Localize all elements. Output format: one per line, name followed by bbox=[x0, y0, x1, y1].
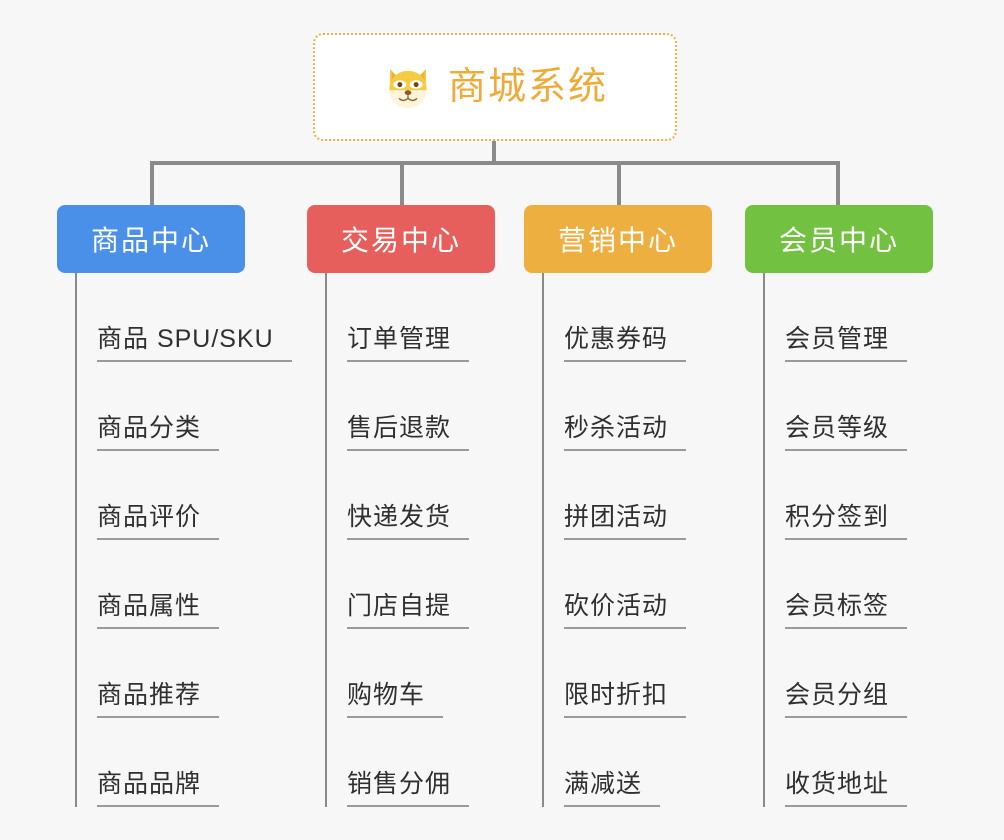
branch-header-3[interactable]: 会员中心 bbox=[745, 205, 933, 273]
leaf-label: 商品品牌 bbox=[97, 770, 220, 807]
leaf-item[interactable]: 会员分组 bbox=[765, 629, 963, 718]
leaf-item[interactable]: 销售分佣 bbox=[327, 718, 525, 807]
leaf-item[interactable]: 拼团活动 bbox=[544, 451, 742, 540]
leaf-label: 商品分类 bbox=[97, 414, 220, 451]
leaf-item[interactable]: 售后退款 bbox=[327, 362, 525, 451]
branch-header-1[interactable]: 交易中心 bbox=[307, 205, 495, 273]
leaf-item[interactable]: 砍价活动 bbox=[544, 540, 742, 629]
leaf-item[interactable]: 会员等级 bbox=[765, 362, 963, 451]
connector-drop-2 bbox=[617, 161, 621, 205]
leaf-label: 收货地址 bbox=[785, 770, 908, 807]
leaf-label: 满减送 bbox=[564, 770, 661, 807]
dog-face-icon bbox=[389, 69, 427, 109]
leaf-item[interactable]: 商品品牌 bbox=[77, 718, 307, 807]
leaf-label: 秒杀活动 bbox=[564, 414, 687, 451]
leaf-label: 砍价活动 bbox=[564, 592, 687, 629]
leaf-list-2: 优惠券码 秒杀活动 拼团活动 砍价活动 限时折扣 满减送 bbox=[542, 273, 742, 807]
leaf-list-3: 会员管理 会员等级 积分签到 会员标签 会员分组 收货地址 bbox=[763, 273, 963, 807]
leaf-item[interactable]: 快递发货 bbox=[327, 451, 525, 540]
branch-header-label: 交易中心 bbox=[340, 225, 461, 256]
leaf-label: 会员等级 bbox=[785, 414, 908, 451]
branch-header-label: 会员中心 bbox=[778, 225, 899, 256]
leaf-item[interactable]: 会员标签 bbox=[765, 540, 963, 629]
leaf-label: 订单管理 bbox=[347, 325, 470, 362]
branch-header-0[interactable]: 商品中心 bbox=[57, 205, 245, 273]
branch-header-2[interactable]: 营销中心 bbox=[524, 205, 712, 273]
leaf-list-1: 订单管理 售后退款 快递发货 门店自提 购物车 销售分佣 bbox=[325, 273, 525, 807]
leaf-label: 拼团活动 bbox=[564, 503, 687, 540]
leaf-item[interactable]: 限时折扣 bbox=[544, 629, 742, 718]
branch-column-1: 交易中心 订单管理 售后退款 快递发货 门店自提 购物车 销售分佣 bbox=[307, 205, 525, 807]
leaf-label: 限时折扣 bbox=[564, 681, 687, 718]
connector-horizontal-bus bbox=[150, 161, 840, 165]
connector-drop-1 bbox=[400, 161, 404, 205]
leaf-label: 售后退款 bbox=[347, 414, 470, 451]
leaf-label: 快递发货 bbox=[347, 503, 470, 540]
leaf-label: 购物车 bbox=[347, 681, 444, 718]
leaf-item[interactable]: 订单管理 bbox=[327, 273, 525, 362]
connector-drop-3 bbox=[836, 161, 840, 205]
leaf-item[interactable]: 收货地址 bbox=[765, 718, 963, 807]
leaf-item[interactable]: 商品属性 bbox=[77, 540, 307, 629]
leaf-item[interactable]: 优惠券码 bbox=[544, 273, 742, 362]
branch-header-label: 营销中心 bbox=[557, 225, 678, 256]
leaf-label: 商品属性 bbox=[97, 592, 220, 629]
leaf-item[interactable]: 满减送 bbox=[544, 718, 742, 807]
leaf-label: 商品评价 bbox=[97, 503, 220, 540]
leaf-item[interactable]: 商品 SPU/SKU bbox=[77, 273, 307, 362]
leaf-label: 门店自提 bbox=[347, 592, 470, 629]
leaf-label: 积分签到 bbox=[785, 503, 908, 540]
branch-header-label: 商品中心 bbox=[90, 225, 211, 256]
leaf-label: 商品 SPU/SKU bbox=[97, 325, 292, 362]
leaf-item[interactable]: 购物车 bbox=[327, 629, 525, 718]
leaf-item[interactable]: 商品评价 bbox=[77, 451, 307, 540]
leaf-label: 商品推荐 bbox=[97, 681, 220, 718]
leaf-item[interactable]: 积分签到 bbox=[765, 451, 963, 540]
branch-column-2: 营销中心 优惠券码 秒杀活动 拼团活动 砍价活动 限时折扣 满减送 bbox=[524, 205, 742, 807]
leaf-item[interactable]: 商品分类 bbox=[77, 362, 307, 451]
leaf-item[interactable]: 秒杀活动 bbox=[544, 362, 742, 451]
leaf-label: 会员管理 bbox=[785, 325, 908, 362]
leaf-list-0: 商品 SPU/SKU 商品分类 商品评价 商品属性 商品推荐 商品品牌 bbox=[75, 273, 307, 807]
leaf-item[interactable]: 商品推荐 bbox=[77, 629, 307, 718]
branch-column-0: 商品中心 商品 SPU/SKU 商品分类 商品评价 商品属性 商品推荐 商品品牌 bbox=[57, 205, 307, 807]
root-node[interactable]: 商城系统 bbox=[313, 33, 677, 141]
connector-drop-0 bbox=[150, 161, 154, 205]
leaf-item[interactable]: 会员管理 bbox=[765, 273, 963, 362]
leaf-label: 会员标签 bbox=[785, 592, 908, 629]
branch-column-3: 会员中心 会员管理 会员等级 积分签到 会员标签 会员分组 收货地址 bbox=[745, 205, 963, 807]
leaf-item[interactable]: 门店自提 bbox=[327, 540, 525, 629]
connector-root-stem bbox=[492, 141, 496, 165]
leaf-label: 优惠券码 bbox=[564, 325, 687, 362]
leaf-label: 会员分组 bbox=[785, 681, 908, 718]
leaf-label: 销售分佣 bbox=[347, 770, 470, 807]
root-title: 商城系统 bbox=[447, 66, 608, 108]
